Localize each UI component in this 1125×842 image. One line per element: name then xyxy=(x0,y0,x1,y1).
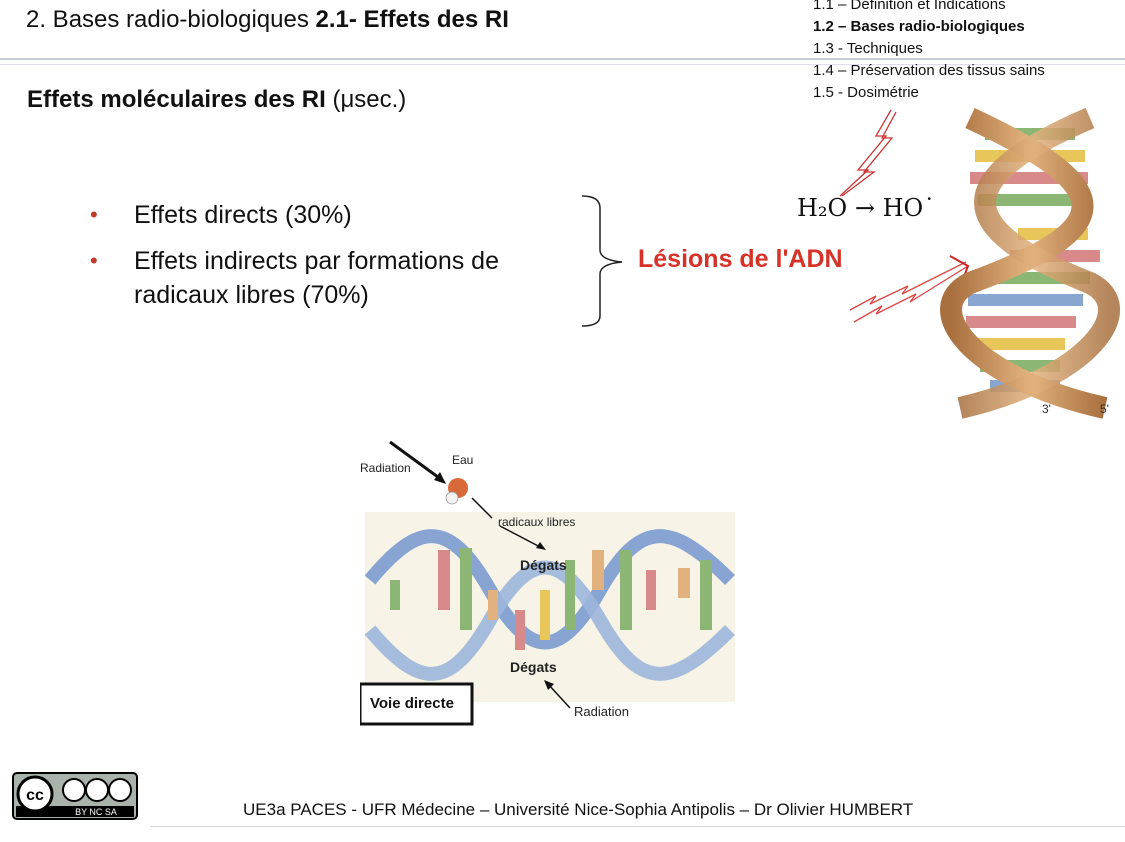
creative-commons-badge-icon: cc BY NC SA xyxy=(12,772,138,820)
header-divider xyxy=(0,58,1125,60)
bullet-list: • Effets directs (30%) • Effets indirects … xyxy=(90,198,594,324)
label-radiation-bottom: Radiation xyxy=(574,704,629,719)
bullet-text: Effets directs (30%) xyxy=(134,201,352,229)
dna-damage-diagram: Radiation Eau radicaux libres Dégats Dég… xyxy=(360,440,735,726)
label-voie-directe: Voie directe xyxy=(370,695,454,712)
lightning-top-icon xyxy=(839,109,897,197)
dna-helix-image: 3' 5' xyxy=(940,108,1120,419)
svg-text:3': 3' xyxy=(1042,402,1051,416)
footer-text: UE3a PACES - UFR Médecine – Université N… xyxy=(243,800,914,819)
bullet-dot-icon: • xyxy=(90,202,98,227)
lesions-label: Lésions de l'ADN xyxy=(638,245,843,273)
label-degats-bottom: Dégats xyxy=(510,659,557,675)
toc-item[interactable]: 1.1 – Définition et Indications xyxy=(813,0,1006,13)
bullet-text: Effets indirects par formations de radic… xyxy=(134,247,499,309)
subtitle-bold: Effets moléculaires des RI xyxy=(27,86,326,113)
subtitle-plain: (μsec.) xyxy=(325,86,407,113)
water-radiolysis-formula: H₂O → HO˙ xyxy=(797,194,936,222)
label-radiation-top: Radiation xyxy=(360,461,411,475)
table-of-contents: 1.1 – Définition et Indications 1.2 – Ba… xyxy=(813,0,1045,104)
label-radicaux: radicaux libres xyxy=(498,515,575,529)
cc-mark: cc xyxy=(26,787,44,804)
toc-item[interactable]: 1.4 – Préservation des tissus sains xyxy=(813,62,1045,79)
toc-item-active[interactable]: 1.2 – Bases radio-biologiques xyxy=(813,18,1025,35)
bullet-item: • Effets indirects par formations de radi… xyxy=(90,244,594,312)
base-pair-bars xyxy=(390,548,712,650)
label-degats-top: Dégats xyxy=(520,557,567,573)
label-eau: Eau xyxy=(452,453,473,467)
slide-title-bold: 2.1- Effets des RI xyxy=(315,6,509,33)
header-divider-thin xyxy=(0,64,1125,65)
footer-divider xyxy=(150,826,1125,827)
bullet-item: • Effets directs (30%) xyxy=(90,198,594,232)
slide-title-plain: 2. Bases radio-biologiques xyxy=(26,6,316,33)
section-subtitle: Effets moléculaires des RI (μsec.) xyxy=(27,86,406,114)
slide-title: 2. Bases radio-biologiques 2.1- Effets d… xyxy=(26,6,509,34)
curly-bracket-icon xyxy=(581,195,623,327)
svg-text:5': 5' xyxy=(1100,402,1109,416)
toc-item[interactable]: 1.3 - Techniques xyxy=(813,40,923,57)
toc-item[interactable]: 1.5 - Dosimétrie xyxy=(813,84,919,101)
bullet-dot-icon: • xyxy=(90,248,98,273)
cc-terms: BY NC SA xyxy=(75,807,117,817)
